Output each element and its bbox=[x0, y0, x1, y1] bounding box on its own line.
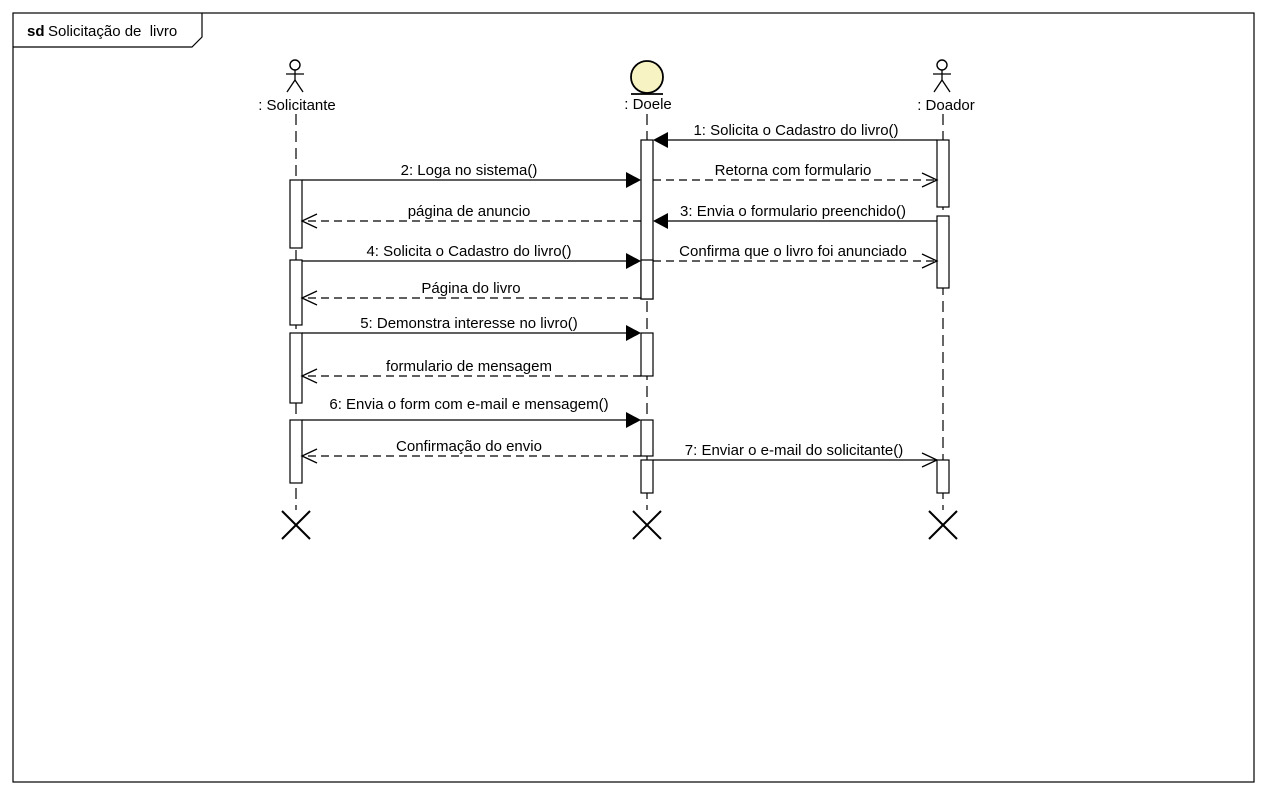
entity-doele-icon bbox=[630, 60, 664, 95]
message-label: 1: Solicita o Cadastro do livro() bbox=[693, 122, 898, 139]
reply-message bbox=[300, 213, 641, 229]
lifeline-doele-label: : Doele bbox=[624, 96, 672, 113]
message-7 bbox=[653, 452, 939, 468]
message-label: Página do livro bbox=[421, 280, 520, 297]
message-label: Confirmação do envio bbox=[396, 438, 542, 455]
reply-message bbox=[653, 172, 939, 188]
activation-bar bbox=[289, 259, 303, 326]
activation-bar bbox=[936, 215, 950, 289]
lifeline-solicitante-label: : Solicitante bbox=[258, 97, 336, 114]
activation-bar bbox=[936, 459, 950, 494]
message-label: Confirma que o livro foi anunciado bbox=[679, 243, 907, 260]
message-2 bbox=[302, 172, 641, 188]
activation-bar bbox=[289, 419, 303, 484]
message-label: 7: Enviar o e-mail do solicitante() bbox=[685, 442, 903, 459]
frame-title: Solicitação de livro bbox=[48, 23, 177, 40]
message-1 bbox=[653, 132, 937, 148]
reply-message bbox=[653, 253, 939, 269]
activation-bar bbox=[289, 332, 303, 404]
message-3 bbox=[653, 213, 937, 229]
diagram-frame bbox=[12, 12, 1255, 783]
message-label: 3: Envia o formulario preenchido() bbox=[680, 203, 906, 220]
message-label: 5: Demonstra interesse no livro() bbox=[360, 315, 578, 332]
message-label: Retorna com formulario bbox=[715, 162, 872, 179]
activation-bar bbox=[289, 179, 303, 249]
activation-bar bbox=[640, 332, 654, 377]
destroy-doador-icon bbox=[928, 510, 958, 540]
activation-bar bbox=[640, 459, 654, 494]
reply-message bbox=[300, 448, 641, 464]
actor-solicitante-icon bbox=[286, 59, 304, 93]
reply-message bbox=[300, 290, 641, 306]
frame-keyword: sd bbox=[27, 23, 45, 40]
activation-bar bbox=[640, 419, 654, 457]
message-label: 6: Envia o form com e-mail e mensagem() bbox=[329, 396, 608, 413]
message-4 bbox=[302, 253, 641, 269]
message-label: 2: Loga no sistema() bbox=[401, 162, 538, 179]
actor-doador-icon bbox=[933, 59, 951, 93]
destroy-solicitante-icon bbox=[281, 510, 311, 540]
activation-bar bbox=[936, 139, 950, 208]
frame-tab bbox=[13, 13, 203, 48]
message-6 bbox=[302, 412, 641, 428]
activation-bar bbox=[640, 259, 654, 300]
lifeline-doador-label: : Doador bbox=[917, 97, 975, 114]
message-label: 4: Solicita o Cadastro do livro() bbox=[366, 243, 571, 260]
message-label: página de anuncio bbox=[408, 203, 531, 220]
message-label: formulario de mensagem bbox=[386, 358, 552, 375]
message-5 bbox=[302, 325, 641, 341]
destroy-doele-icon bbox=[632, 510, 662, 540]
reply-message bbox=[300, 368, 641, 384]
